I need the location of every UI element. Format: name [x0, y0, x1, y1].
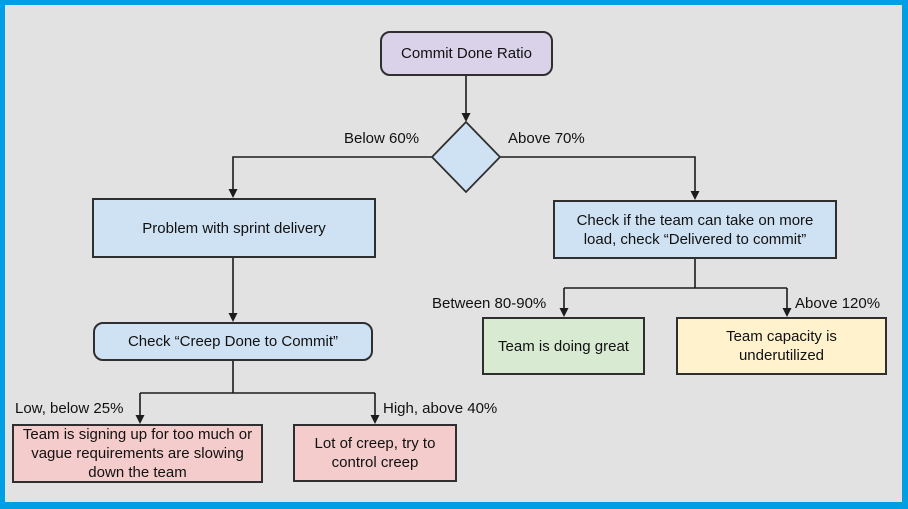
node-capacity-underutilized: Team capacity is underutilized [676, 317, 887, 375]
node-check-team-load: Check if the team can take on more load,… [553, 200, 837, 259]
node-capacity-underutilized-label: Team capacity is underutilized [726, 328, 837, 364]
node-check-team-load-label: Check if the team can take on more load,… [576, 211, 814, 248]
node-check-creep-done-to-commit-label: Check “Creep Done to Commit” [127, 333, 339, 350]
edge-label-below-60: Below 60% [344, 130, 420, 147]
node-signing-up-too-much: Team is signing up for too much or vague… [12, 424, 263, 483]
edge-label-between-80-90: Between 80-90% [432, 295, 547, 312]
node-commit-done-ratio: Commit Done Ratio [380, 31, 553, 76]
node-signing-up-too-much-label: Team is signing up for too much or vague… [22, 426, 253, 481]
node-commit-done-ratio-label: Commit Done Ratio [401, 45, 532, 62]
node-control-creep: Lot of creep, try to control creep [293, 424, 457, 482]
node-problem-sprint-delivery-label: Problem with sprint delivery [142, 219, 326, 237]
node-control-creep-label: Lot of creep, try to control creep [314, 435, 436, 471]
node-check-creep-done-to-commit: Check “Creep Done to Commit” [93, 322, 373, 361]
node-problem-sprint-delivery: Problem with sprint delivery [92, 198, 376, 258]
edge-label-high-above-40: High, above 40% [383, 400, 498, 417]
edge-label-low-below-25: Low, below 25% [15, 400, 124, 417]
edge-label-above-70: Above 70% [508, 130, 585, 147]
node-team-doing-great-label: Team is doing great [498, 337, 629, 355]
edge-label-above-120: Above 120% [795, 295, 881, 312]
decision-diamond [430, 120, 502, 194]
node-team-doing-great: Team is doing great [482, 317, 645, 375]
